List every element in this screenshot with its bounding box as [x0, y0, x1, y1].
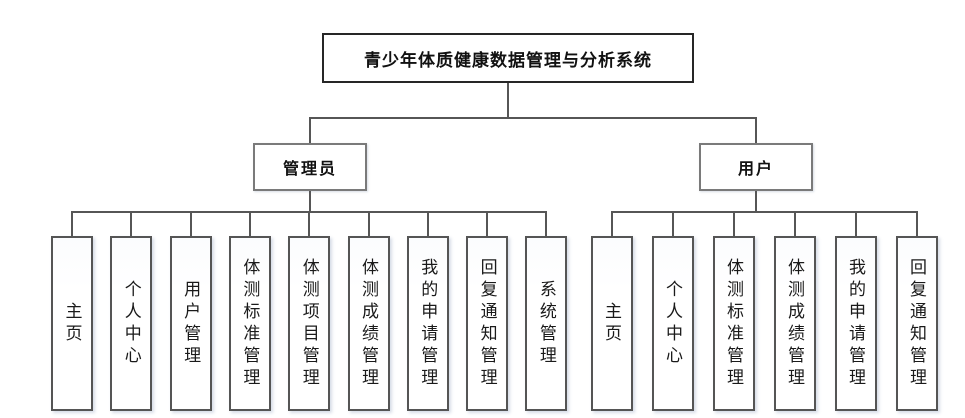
admin-leaf-node-5: 体测成绩管理 [347, 236, 390, 411]
admin-leaf-label-4: 体测项目管理 [298, 257, 319, 390]
admin-leaf-label-3: 体测标准管理 [239, 257, 260, 390]
admin-leaf-label-1: 个人中心 [120, 279, 141, 368]
connector-user-leaf-drop-2 [732, 213, 735, 236]
connector-admin-leaf-rail [71, 211, 548, 213]
user-leaf-node-0: 主页 [590, 236, 633, 411]
connector-admin-leaf-drop-5 [367, 213, 370, 236]
root-node-label: 青少年体质健康数据管理与分析系统 [364, 50, 652, 70]
connector-top-rail [309, 117, 757, 119]
root-node-title: 青少年体质健康数据管理与分析系统 [322, 33, 694, 83]
admin-leaf-node-3: 体测标准管理 [228, 236, 271, 411]
user-leaf-label-0: 主页 [601, 301, 621, 346]
admin-leaf-node-2: 用户管理 [169, 236, 212, 411]
admin-leaf-label-0: 主页 [61, 301, 82, 346]
connector-admin-leaf-drop-3 [248, 213, 251, 236]
admin-leaf-label-7: 回复通知管理 [476, 257, 497, 390]
connector-user-leaf-drop-3 [793, 213, 796, 236]
connector-user-leaf-drop-4 [854, 213, 857, 236]
connector-user-leaf-drop-1 [671, 213, 674, 236]
admin-leaf-node-1: 个人中心 [110, 236, 153, 411]
connector-admin-leaf-drop-7 [486, 213, 489, 236]
user-leaf-node-1: 个人中心 [651, 236, 694, 411]
admin-leaf-node-0: 主页 [51, 236, 93, 411]
connector-user-rail-drop [755, 191, 757, 212]
admin-leaf-node-4: 体测项目管理 [288, 236, 331, 411]
user-leaf-node-3: 体测成绩管理 [773, 236, 816, 411]
admin-leaf-node-8: 系统管理 [525, 236, 568, 411]
admin-leaf-label-2: 用户管理 [180, 279, 201, 368]
user-leaf-label-4: 我的申请管理 [845, 257, 865, 390]
user-leaf-label-2: 体测标准管理 [723, 257, 743, 390]
connector-user-leaf-drop-5 [915, 213, 918, 236]
connector-admin-leaf-drop-2 [189, 213, 192, 236]
connector-admin-drop [309, 119, 311, 143]
admin-leaf-node-6: 我的申请管理 [406, 236, 449, 411]
user-leaf-label-3: 体测成绩管理 [784, 257, 804, 390]
connector-admin-leaf-drop-1 [130, 213, 133, 236]
connector-admin-leaf-drop-6 [426, 213, 429, 236]
connector-user-leaf-drop-0 [610, 213, 613, 236]
connector-admin-leaf-drop-0 [71, 213, 73, 236]
admin-leaf-node-7: 回复通知管理 [466, 236, 509, 411]
connector-admin-rail-drop [309, 191, 311, 212]
user-leaf-label-5: 回复通知管理 [906, 257, 926, 390]
admin-leaf-label-5: 体测成绩管理 [358, 257, 378, 390]
admin-leaf-label-8: 系统管理 [535, 279, 556, 368]
admin-leaf-label-6: 我的申请管理 [417, 257, 438, 390]
user-leaf-node-2: 体测标准管理 [712, 236, 755, 411]
user-leaf-label-1: 个人中心 [662, 279, 682, 368]
connector-root-drop [507, 83, 509, 117]
branch-user-label: 用户 [737, 161, 774, 178]
user-leaf-node-5: 回复通知管理 [895, 236, 938, 411]
connector-admin-leaf-drop-8 [545, 213, 548, 236]
branch-node-admin: 管理员 [253, 143, 367, 191]
connector-user-drop [755, 119, 757, 143]
branch-node-user: 用户 [699, 143, 813, 191]
connector-user-leaf-rail [610, 211, 918, 213]
connector-admin-leaf-drop-4 [308, 213, 311, 236]
user-leaf-node-4: 我的申请管理 [834, 236, 877, 411]
branch-admin-label: 管理员 [282, 161, 337, 178]
